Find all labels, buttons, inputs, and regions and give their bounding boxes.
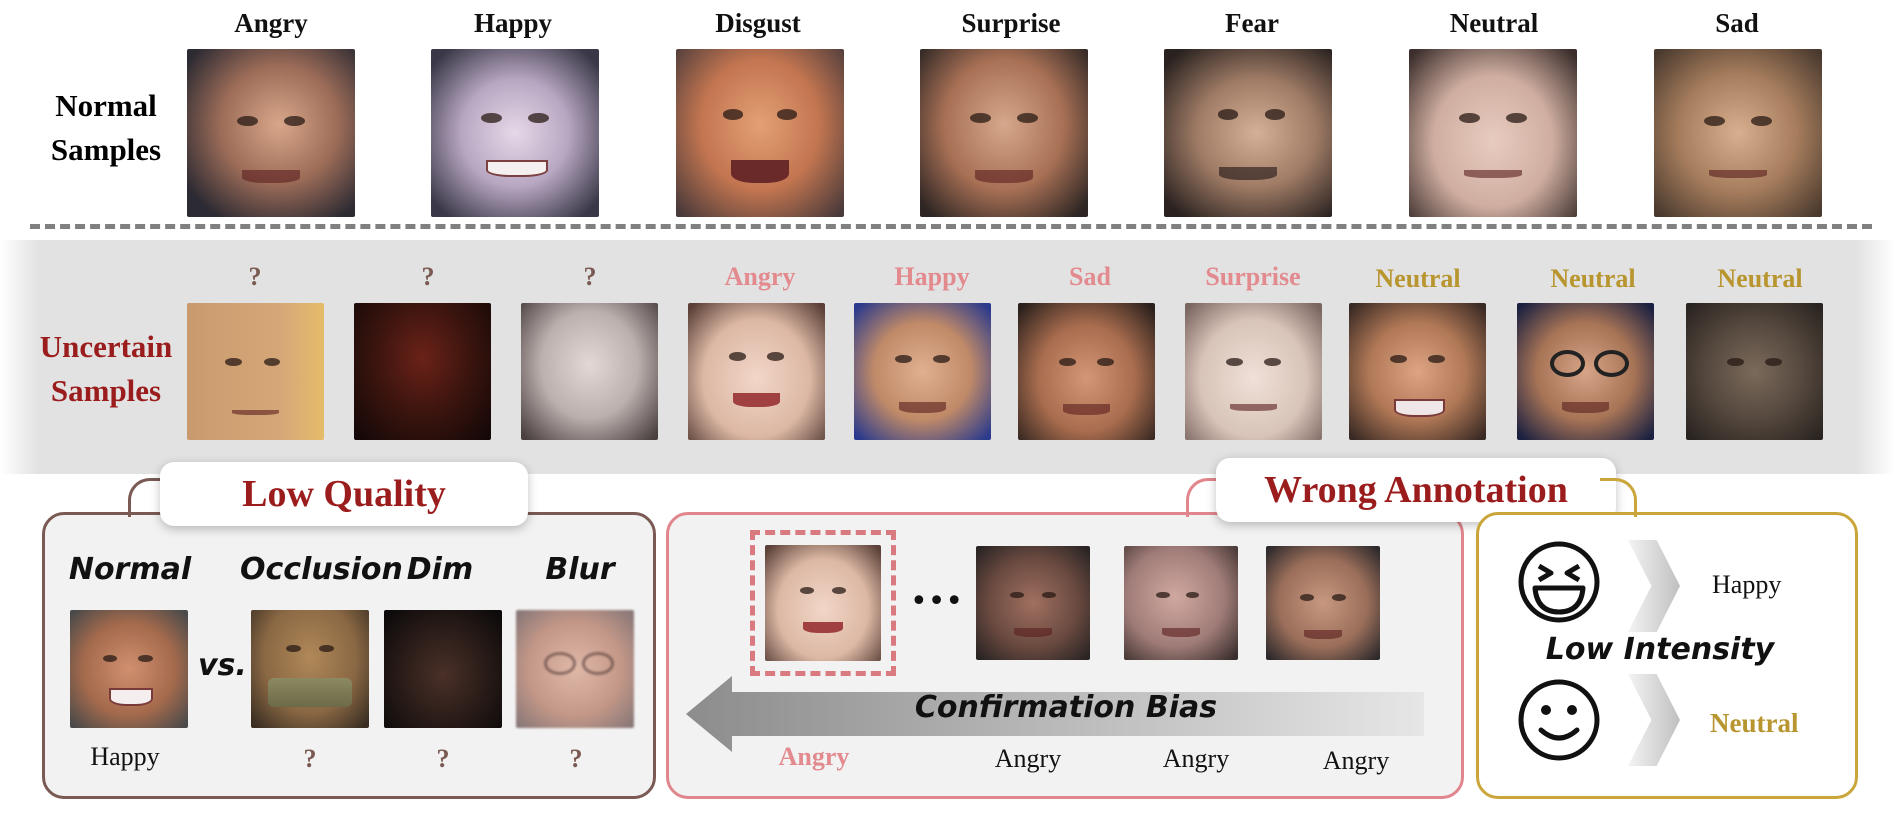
uncertain-label-5: Happy <box>894 262 970 291</box>
normal-label-happy: Happy <box>473 8 553 38</box>
normal-label-surprise: Surprise <box>961 8 1061 38</box>
li-happy-label: Happy <box>1712 570 1782 599</box>
uncertain-face-4 <box>688 303 825 440</box>
wa-face-highlighted <box>765 545 881 661</box>
low-quality-tab-bracket <box>128 478 163 517</box>
uncertain-face-2 <box>354 303 491 440</box>
uncertain-label-7: Surprise <box>1205 262 1301 291</box>
lq-answer-dim: ? <box>436 744 450 773</box>
wrong-annotation-tab-bracket <box>1186 478 1221 517</box>
lq-caption-blur: Blur <box>545 552 615 587</box>
uncertain-label-4: Angry <box>724 262 796 291</box>
uncertain-label-10: Neutral <box>1717 264 1803 293</box>
uncertain-face-7 <box>1185 303 1322 440</box>
laughing-face-icon <box>1518 541 1600 623</box>
lq-answer-occlusion: ? <box>303 744 317 773</box>
dashed-divider <box>30 224 1872 229</box>
normal-label-sad: Sad <box>1715 8 1759 38</box>
normal-label-angry: Angry <box>234 8 308 38</box>
low-intensity-label: Low Intensity <box>1545 632 1775 667</box>
lq-face-occlusion <box>251 610 369 728</box>
wa-highlight-frame <box>750 530 896 676</box>
normal-samples-title: Normal Samples <box>50 88 162 167</box>
normal-face-neutral <box>1409 49 1577 217</box>
wa-face-3 <box>1124 546 1238 660</box>
uncertain-face-1 <box>187 303 324 440</box>
normal-face-fear <box>1164 49 1332 217</box>
wa-face-2 <box>976 546 1090 660</box>
lq-face-blur <box>516 610 634 728</box>
wa-label-2: Angry <box>994 744 1062 773</box>
confirmation-bias-label: Confirmation Bias <box>914 690 1218 725</box>
normal-face-angry <box>187 49 355 217</box>
wa-label-4: Angry <box>1322 746 1390 775</box>
normal-label-fear: Fear <box>1225 8 1279 38</box>
uncertain-label-8: Neutral <box>1375 264 1461 293</box>
wa-face-4 <box>1266 546 1380 660</box>
smiling-face-icon <box>1518 679 1600 761</box>
normal-label-neutral: Neutral <box>1449 8 1539 38</box>
wa-ellipsis: ••• <box>910 584 964 619</box>
low-quality-title: Low Quality <box>160 462 528 526</box>
uncertain-face-6 <box>1018 303 1155 440</box>
normal-face-happy <box>431 49 599 217</box>
uncertain-label-2: ? <box>421 262 435 291</box>
uncertain-label-1: ? <box>248 262 262 291</box>
lq-vs-text: vs. <box>198 648 247 683</box>
normal-face-sad <box>1654 49 1822 217</box>
wa-label-1: Angry <box>778 742 850 771</box>
confirmation-bias-arrow <box>686 676 1424 752</box>
low-intensity-tab-bracket <box>1600 478 1637 517</box>
uncertain-face-8 <box>1349 303 1486 440</box>
uncertain-label-3: ? <box>583 262 597 291</box>
normal-face-disgust <box>676 49 844 217</box>
wrong-annotation-title: Wrong Annotation <box>1216 458 1616 522</box>
normal-face-surprise <box>920 49 1088 217</box>
uncertain-label-9: Neutral <box>1550 264 1636 293</box>
uncertain-label-6: Sad <box>1069 262 1111 291</box>
uncertain-face-9 <box>1517 303 1654 440</box>
lq-caption-normal: Normal <box>68 552 192 587</box>
li-neutral-label: Neutral <box>1710 708 1799 738</box>
lq-answer-blur: ? <box>569 744 583 773</box>
uncertain-face-3 <box>521 303 658 440</box>
wa-label-3: Angry <box>1162 744 1230 773</box>
lq-answer-normal: Happy <box>90 742 160 771</box>
uncertain-samples-title: Uncertain Samples <box>39 329 173 408</box>
normal-label-disgust: Disgust <box>715 8 801 38</box>
uncertain-face-10 <box>1686 303 1823 440</box>
uncertain-face-5 <box>854 303 991 440</box>
lq-caption-dim: Dim <box>406 552 474 587</box>
lq-caption-occlusion: Occlusion <box>240 552 403 587</box>
lq-face-normal <box>70 610 188 728</box>
lq-face-dim <box>384 610 502 728</box>
low-intensity-panel <box>1476 512 1858 799</box>
